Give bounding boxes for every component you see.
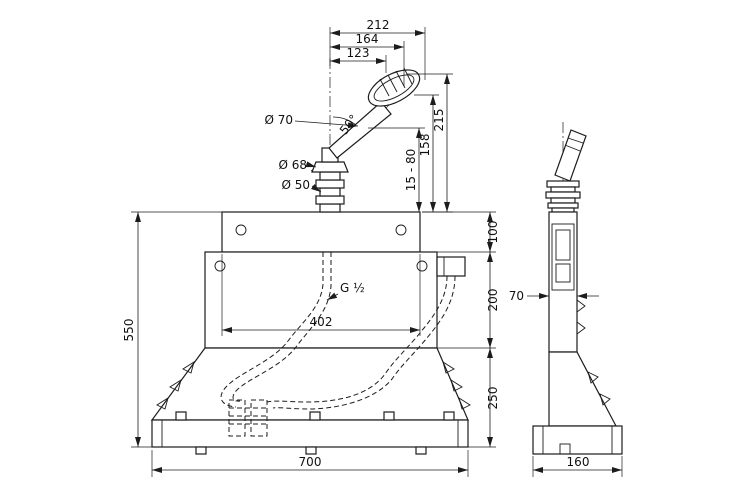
dia-50: Ø 50 [281,178,322,193]
dim-158-label: 158 [418,134,432,157]
hand-shower [328,67,421,159]
dim-402-label: 402 [310,315,333,329]
dim-550-label: 550 [122,319,136,342]
side-view: 70 160 [509,122,623,477]
front-view: 212 164 123 215 158 15 - 80 [122,18,500,477]
dia-50-label: Ø 50 [281,178,310,192]
dim-70-label: 70 [509,289,524,303]
dim-70: 70 [509,289,599,303]
dim-200-label: 200 [486,289,500,312]
dim-402: 402 [221,254,421,336]
valve-body [204,251,466,349]
dim-164-label: 164 [356,32,379,46]
dim-550: 550 [122,211,222,448]
supply-hoses [220,252,456,437]
side-base [532,425,623,455]
dim-123-label: 123 [347,46,370,60]
mounting-plate [221,211,421,253]
thread-label: G ½ [340,281,365,295]
side-body [548,211,586,353]
dim-164: 164 [330,32,405,86]
dim-15-80: 15 - 80 [368,127,425,212]
dim-15-80-label: 15 - 80 [404,149,418,192]
dim-212-label: 212 [367,18,390,32]
side-wedge [548,351,617,427]
thread-callout: G ½ [326,281,365,301]
dim-250: 250 [468,348,500,448]
base-rail [151,411,469,455]
dim-160-label: 160 [567,455,590,469]
dim-700: 700 [151,450,469,477]
dia-70-label: Ø 70 [264,113,293,127]
dia-70: Ø 70 [264,113,359,129]
dim-160: 160 [532,455,623,477]
dia-68-label: Ø 68 [278,158,307,172]
dim-700-label: 700 [299,455,322,469]
dim-215-label: 215 [432,109,446,132]
dim-123: 123 [330,46,387,73]
dia-68: Ø 68 [278,158,317,172]
dim-100: 100 [422,211,500,253]
dim-200: 200 [437,252,500,349]
dim-250-label: 250 [486,387,500,410]
side-holder-pipe [554,129,587,182]
side-flange-stack [545,180,581,213]
riser-column [311,147,349,213]
dim-100-label: 100 [486,221,500,244]
